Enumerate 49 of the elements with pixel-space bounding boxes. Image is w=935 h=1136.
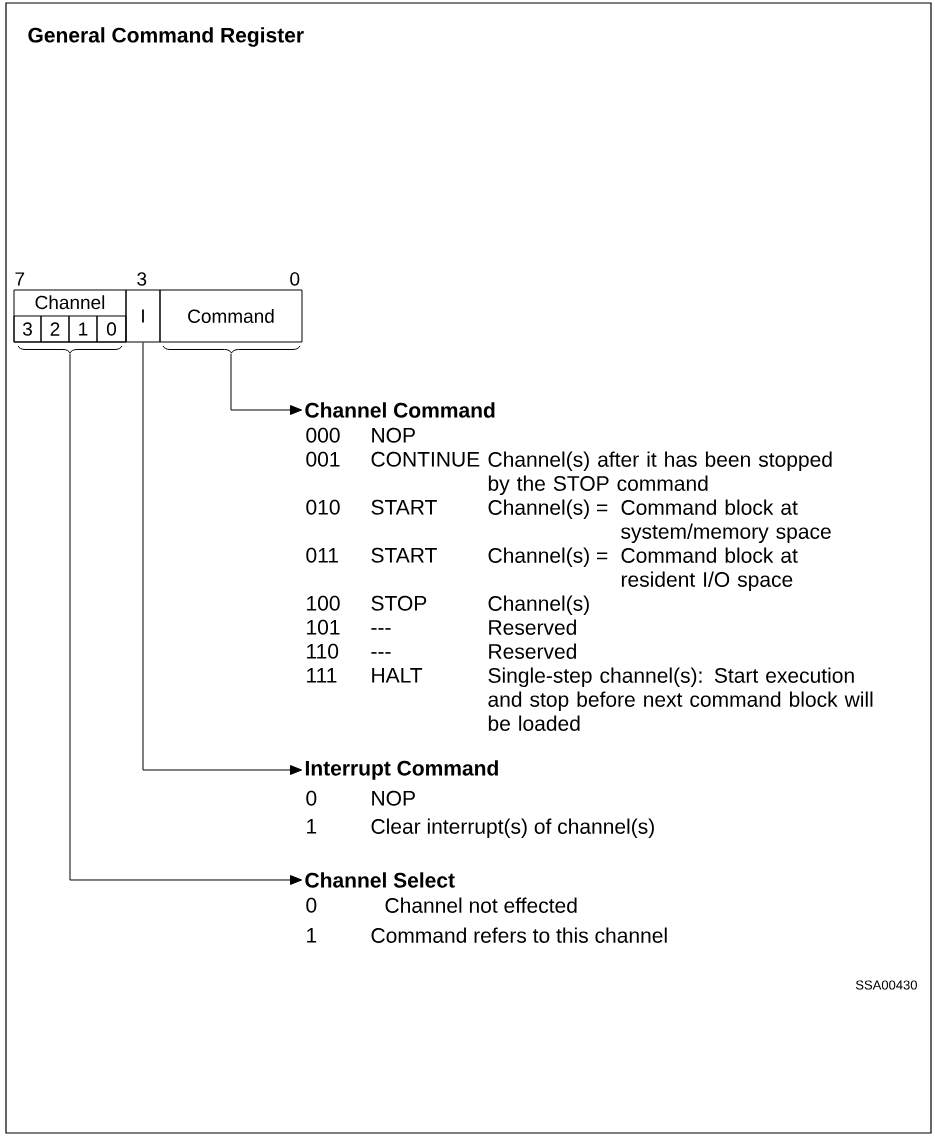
table-cell: 011 xyxy=(306,547,338,563)
table-cell: Channel(s) after it has been stopped by the STOP command xyxy=(488,451,832,496)
table-cell: 001 xyxy=(306,451,340,467)
table-cell: 010 xyxy=(306,499,340,515)
table-cell: --- xyxy=(371,628,391,630)
table-cell: Reserved xyxy=(489,643,576,659)
title: General Command Register xyxy=(28,27,304,47)
table-cell: HALT xyxy=(372,668,423,683)
table-cell: Channel not effected xyxy=(385,897,577,913)
table-cell: 0 xyxy=(306,897,317,913)
table-cell: NOP xyxy=(372,427,415,443)
table-cell: 110 xyxy=(307,643,339,659)
section-heading: Interrupt Command xyxy=(305,760,498,780)
bit-cell: 0 xyxy=(96,315,127,343)
table-cell: CONTINUE xyxy=(371,451,480,467)
register-field: Command xyxy=(159,289,303,343)
bit-cell: 2 xyxy=(40,315,70,343)
bit-cell: 1 xyxy=(68,315,98,343)
section-heading: Channel Command xyxy=(305,402,495,418)
table-cell: Clear interrupt(s) of channel(s) xyxy=(371,818,654,839)
bit-cell: 3 xyxy=(13,315,42,343)
arrow xyxy=(69,353,303,885)
table-cell: --- xyxy=(371,652,391,654)
table-cell: Command block at resident I/O space xyxy=(621,547,798,592)
figure-id: SSA00430 xyxy=(855,980,917,990)
bit-number: 7 xyxy=(15,272,25,286)
table-cell: Single-step channel(s): Start execution and stop before next command block will be loaded xyxy=(488,667,873,731)
table-cell: NOP xyxy=(372,790,415,806)
table-cell: STOP xyxy=(371,595,427,611)
table-cell: Channel(s) = xyxy=(488,547,608,568)
table-cell: Channel(s) = xyxy=(488,499,608,520)
section-heading: Channel Select xyxy=(305,872,455,888)
table-cell: 1 xyxy=(307,819,317,834)
arrow xyxy=(230,353,303,415)
table-cell: START xyxy=(371,499,437,515)
table-cell: Command block at system/memory space xyxy=(621,499,831,544)
table-cell: 100 xyxy=(307,595,340,611)
table-cell: Command refers to this channel xyxy=(371,927,667,943)
table-cell: 1 xyxy=(307,928,317,943)
table-cell: Channel(s) xyxy=(488,595,589,616)
table-cell: 101 xyxy=(307,619,340,635)
register-field: I xyxy=(125,289,161,343)
bit-number: 3 xyxy=(137,272,147,286)
table-cell: Reserved xyxy=(489,619,576,635)
table-cell: 111 xyxy=(307,668,337,683)
table-cell: 0 xyxy=(306,790,317,806)
table-cell: 000 xyxy=(306,427,340,443)
arrow xyxy=(142,342,303,775)
table-cell: START xyxy=(371,547,437,563)
